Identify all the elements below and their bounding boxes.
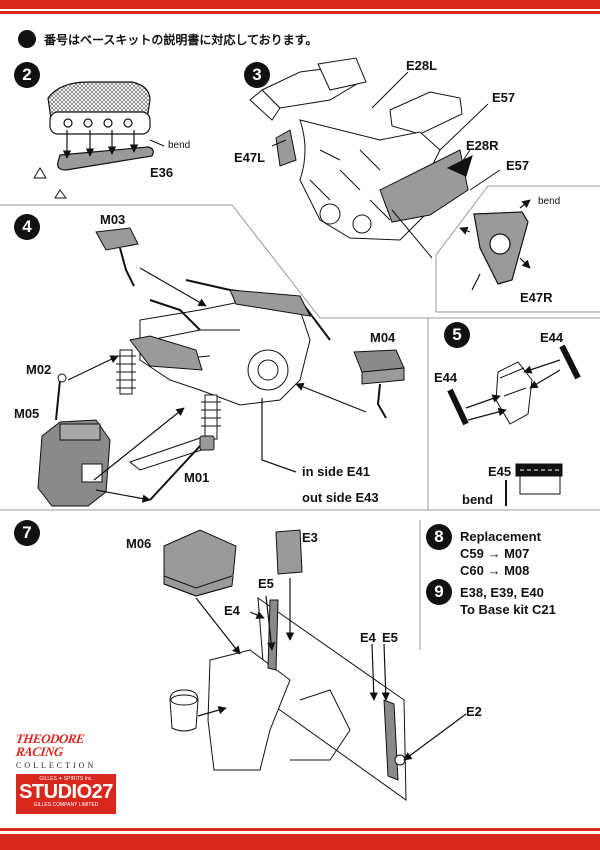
studio-name: STUDIO27 — [19, 781, 113, 803]
label-e36: E36 — [150, 165, 174, 180]
step-5-number: 5 — [444, 322, 470, 348]
label-m01: M01 — [184, 470, 210, 485]
label-step2-bend: bend — [168, 140, 191, 151]
label-e4-right: E4 — [360, 630, 376, 645]
step4-arrows — [67, 267, 367, 503]
step2-bend-marks — [33, 139, 165, 199]
label-step3-bend: bend — [538, 196, 561, 207]
step8-line-2: C59 → M07 — [460, 546, 530, 561]
step7-plate — [169, 596, 407, 801]
label-e57-top: E57 — [492, 90, 516, 105]
step8-text: Replacement C59 → M07 C60 → M08 — [460, 528, 541, 579]
label-e28l: E28L — [406, 58, 438, 73]
step3-e47r-part — [459, 199, 531, 291]
step4-m04-part — [353, 349, 405, 419]
label-e44-left: E44 — [434, 370, 458, 385]
label-e47l: E47L — [234, 150, 266, 165]
step8-line-1: Replacement — [460, 529, 541, 544]
step-8-number: 8 — [426, 524, 452, 550]
bottom-stripe — [0, 828, 600, 850]
step-9-number: 9 — [426, 579, 452, 605]
label-e5-left: E5 — [258, 576, 274, 591]
step9-line-1: E38, E39, E40 — [460, 585, 544, 600]
bullet-icon — [18, 30, 36, 48]
step-4-number: 4 — [14, 214, 40, 240]
label-m04: M04 — [370, 330, 396, 345]
label-step5-bend: bend — [462, 492, 494, 507]
top-stripe — [0, 0, 600, 14]
header-note-text: 番号はベースキットの説明書に対応しております。 — [44, 32, 318, 47]
label-e4-left: E4 — [224, 603, 240, 618]
step3-leaders — [271, 71, 501, 259]
label-e28r: E28R — [466, 138, 499, 153]
label-m02: M02 — [26, 362, 52, 377]
label-m05: M05 — [14, 406, 40, 421]
collection-label: COLLECTION — [16, 761, 97, 770]
studio27-badge: GILLES ✦ SPIRITS Inc. STUDIO27 GILLES CO… — [16, 774, 116, 814]
studio-top-text: GILLES ✦ SPIRITS Inc. — [39, 776, 93, 782]
step9-text: E38, E39, E40 To Base kit C21 — [460, 584, 556, 618]
step3-engine — [249, 57, 473, 241]
label-e2: E2 — [466, 704, 482, 719]
header-note: 番号はベースキットの説明書に対応しております。 — [18, 30, 317, 48]
label-outside-e43: out side E43 — [302, 490, 379, 505]
brand-line-2: RACING — [14, 744, 64, 759]
step-3-number: 3 — [244, 62, 270, 88]
step9-line-2: To Base kit C21 — [460, 602, 556, 617]
step2-airbox — [47, 81, 154, 171]
label-e57-bottom: E57 — [506, 158, 530, 173]
step4-gearbox — [116, 279, 331, 501]
studio-bottom-text: GILLES COMPANY LIMITED — [33, 802, 99, 808]
step8-line-3: C60 → M08 — [460, 563, 530, 578]
step2-arrows — [62, 130, 139, 159]
label-e44-right: E44 — [540, 330, 564, 345]
step7-arrows — [195, 578, 467, 761]
label-e45: E45 — [488, 464, 512, 479]
step4-m05-part — [37, 373, 111, 507]
label-e47r: E47R — [520, 290, 553, 305]
section-dividers — [0, 204, 600, 650]
step-7-number: 7 — [14, 520, 40, 546]
step3-inset — [435, 185, 600, 313]
label-m03: M03 — [100, 212, 126, 227]
step7-e3-part — [275, 529, 303, 575]
step4-m03-part — [95, 227, 139, 287]
step-2-number: 2 — [14, 62, 40, 88]
label-m06: M06 — [126, 536, 152, 551]
label-inside-e41: in side E41 — [302, 464, 370, 479]
theodore-studio27-logo: THEODORE RACING COLLECTION GILLES ✦ SPIR… — [14, 731, 126, 814]
label-e3: E3 — [302, 530, 318, 545]
step5-arrows — [465, 359, 561, 421]
step5-part — [447, 344, 581, 506]
label-e5-right: E5 — [382, 630, 398, 645]
step7-bellhousing — [163, 529, 237, 597]
